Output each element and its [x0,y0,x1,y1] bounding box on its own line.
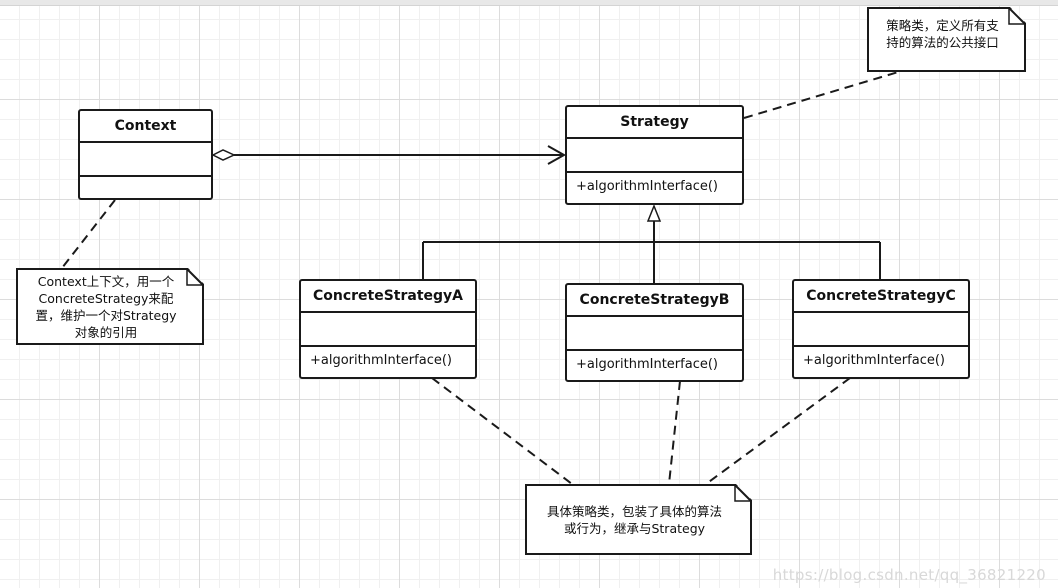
class-strategy-name: Strategy [567,107,742,139]
class-concrete-strategy-a-attributes [301,313,475,347]
note-strategy-fold-icon [1008,7,1026,25]
class-context-operations [80,177,211,198]
note-strategy-line-2: 持的算法的公共接口 [886,35,999,50]
class-concrete-strategy-b-operation: +algorithmInterface() [576,357,718,372]
aggregation-diamond [211,149,236,161]
note-anchor-strategy [743,69,906,119]
note-context-line-2: ConcreteStrategy来配 [38,291,174,306]
class-context-name: Context [80,111,211,143]
canvas-top-bar [0,0,1058,6]
note-anchor-concrete-c [705,377,851,485]
class-context[interactable]: Context [78,109,213,200]
note-context[interactable]: Context上下文，用一个 ConcreteStrategy来配 置，维护一个… [16,268,204,345]
class-strategy[interactable]: Strategy +algorithmInterface() [565,105,744,205]
class-context-attributes [80,143,211,177]
note-context-line-4: 对象的引用 [74,325,138,340]
note-context-fold-icon [186,268,204,286]
note-concrete-line-1: 具体策略类，包装了具体的算法 [546,504,722,519]
generalization-connector[interactable] [422,203,881,284]
note-context-line-1: Context上下文，用一个 [37,274,175,289]
class-concrete-strategy-a-operation: +algorithmInterface() [310,353,452,368]
watermark-text: https://blog.csdn.net/qq_36821220 [772,566,1046,584]
note-concrete-fold-icon [734,484,752,502]
note-anchor-concrete-b [668,380,681,485]
class-concrete-strategy-a[interactable]: ConcreteStrategyA +algorithmInterface() [299,279,477,379]
note-concrete-line-2: 或行为，继承与Strategy [563,521,706,536]
class-concrete-strategy-a-name: ConcreteStrategyA [301,281,475,313]
class-strategy-attributes [567,139,742,173]
class-concrete-strategy-c-name: ConcreteStrategyC [794,281,968,313]
note-anchor-context [61,199,116,269]
class-concrete-strategy-b-name: ConcreteStrategyB [567,285,742,317]
class-concrete-strategy-c-operation: +algorithmInterface() [803,353,945,368]
class-concrete-strategy-c[interactable]: ConcreteStrategyC +algorithmInterface() [792,279,970,379]
class-strategy-operation: +algorithmInterface() [576,179,718,194]
note-strategy[interactable]: 策略类，定义所有支 持的算法的公共接口 [867,7,1026,72]
class-concrete-strategy-c-attributes [794,313,968,347]
note-strategy-line-1: 策略类，定义所有支 [886,18,999,33]
note-anchor-concrete-a [431,377,573,485]
navigation-arrowhead [547,145,567,165]
note-context-line-3: 置，维护一个对Strategy [35,308,177,323]
inheritance-triangle [646,203,662,222]
note-concrete-strategies[interactable]: 具体策略类，包装了具体的算法 或行为，继承与Strategy [525,484,752,555]
class-concrete-strategy-b[interactable]: ConcreteStrategyB +algorithmInterface() [565,283,744,382]
aggregation-connector[interactable] [211,145,567,165]
class-concrete-strategy-b-attributes [567,317,742,351]
